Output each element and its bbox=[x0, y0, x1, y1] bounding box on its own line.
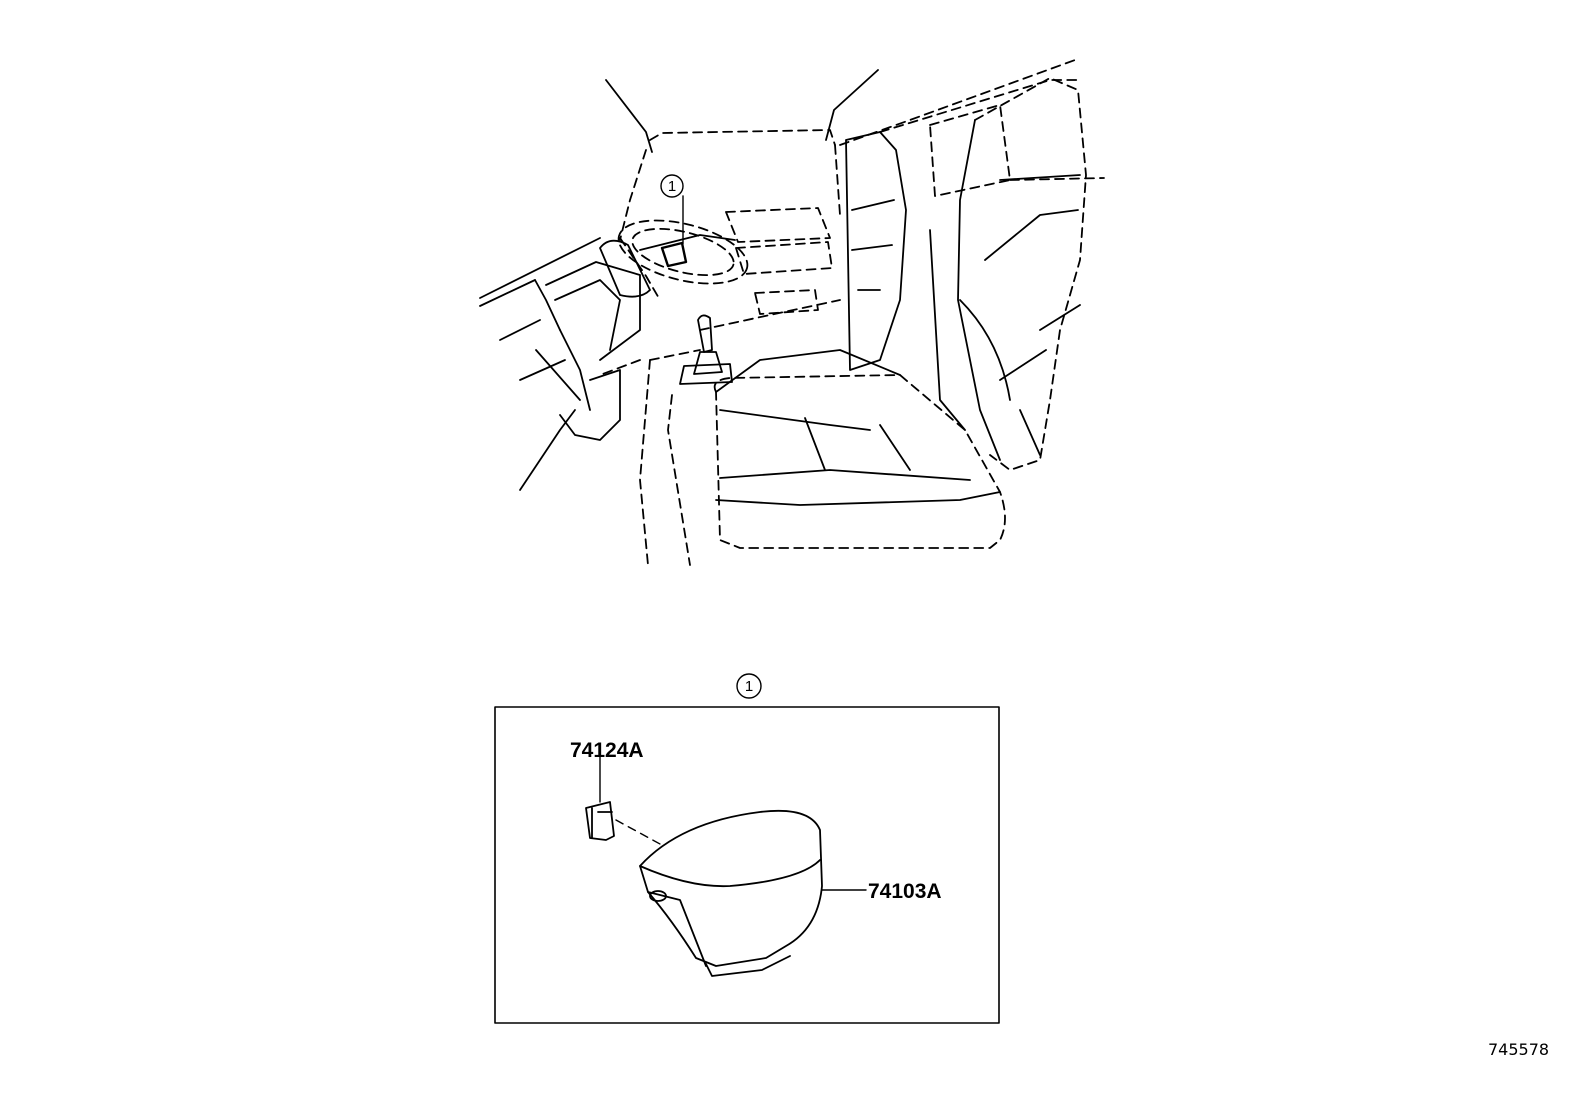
clip-part-74124A bbox=[585, 749, 661, 845]
diagram-code: 745578 bbox=[1488, 1040, 1550, 1059]
part-label-74103A: 74103A bbox=[868, 880, 942, 903]
airbag-pad-assembly-74103A bbox=[639, 809, 867, 977]
callout-number-detail: 1 bbox=[745, 678, 753, 695]
cab-interior-illustration bbox=[479, 59, 1105, 566]
callout-circle-top bbox=[660, 174, 684, 198]
part-label-74124A: 74124A bbox=[570, 739, 644, 762]
callout-number-top: 1 bbox=[668, 178, 676, 195]
detail-frame bbox=[494, 706, 1000, 1024]
callout-circle-detail bbox=[736, 673, 762, 699]
